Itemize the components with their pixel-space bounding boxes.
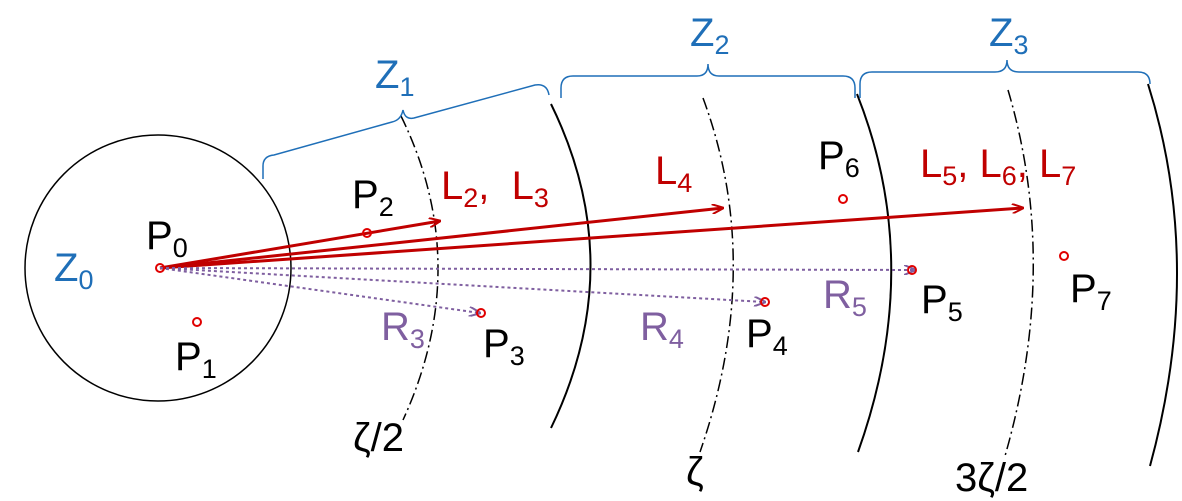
point-p7-label: P7	[1070, 267, 1112, 316]
label-l4: L4	[655, 149, 692, 198]
arrow-l2-l3	[159, 221, 440, 270]
zone-z1-label: Z1	[375, 53, 414, 102]
scale-arc-zeta	[699, 97, 734, 453]
zone-z1-brace	[262, 83, 550, 179]
arrow-l4	[159, 208, 723, 270]
point-p4-marker	[760, 297, 770, 307]
zone-boundary-arc-3	[1147, 83, 1178, 467]
arrow-r5	[159, 268, 915, 270]
point-p6-label: P6	[818, 134, 860, 183]
point-p5-label: P5	[921, 278, 963, 327]
zone-z0-circle	[24, 134, 292, 402]
zone-boundary-arc-2	[856, 93, 893, 453]
scale-arc-three-half-zeta	[1004, 89, 1034, 457]
point-p4-label: P4	[746, 312, 788, 361]
point-p5-marker	[907, 265, 917, 275]
arrow-r3	[159, 267, 480, 313]
point-p1-label: P1	[175, 335, 217, 384]
point-p1-marker	[192, 317, 202, 327]
zone-z2-brace	[560, 63, 856, 98]
arrow-l5-l6-l7	[159, 208, 1023, 270]
label-l5-l6-l7: L5, L6, L7	[920, 142, 1076, 191]
point-p0-marker	[155, 263, 165, 273]
point-p2-label: P2	[352, 173, 394, 222]
point-p3-label: P3	[483, 322, 525, 371]
label-r3: R3	[381, 305, 425, 354]
point-p3-marker	[476, 308, 486, 318]
point-p2-marker	[362, 228, 372, 238]
zone-boundary-arc-1	[550, 103, 592, 429]
zone-z3-brace	[859, 59, 1151, 98]
zone-z3-label: Z3	[989, 11, 1028, 60]
zone-z0-label: Z0	[54, 246, 93, 295]
scale-label-three-half-zeta: 3ζ/2	[955, 456, 1028, 500]
scale-arc-half-zeta	[400, 115, 439, 421]
scale-label-zeta: ζ	[686, 450, 704, 494]
scale-label-half-zeta: ζ/2	[353, 416, 404, 460]
arrow-r4	[159, 267, 765, 302]
label-r4: R4	[640, 305, 684, 354]
label-l2-l3: L2, L3	[441, 164, 549, 213]
label-r5: R5	[823, 273, 867, 322]
point-p7-marker	[1059, 251, 1069, 261]
point-p0-label: P0	[146, 214, 188, 263]
zone-z2-label: Z2	[690, 11, 729, 60]
point-p6-marker	[838, 194, 848, 204]
